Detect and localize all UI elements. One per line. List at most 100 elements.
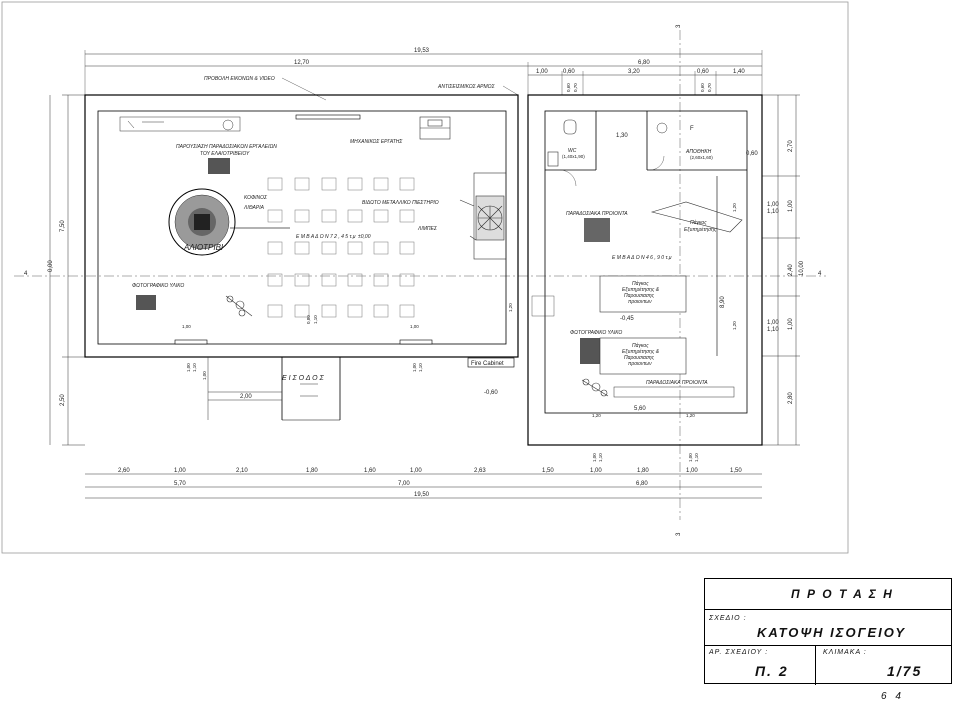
storage-marker-icon bbox=[656, 122, 668, 134]
dim-bottom-chain: 1,80 bbox=[637, 468, 649, 474]
dim-right: 2,80 bbox=[788, 392, 794, 404]
window-bottom bbox=[399, 339, 433, 345]
presentation-counter-1 bbox=[599, 275, 687, 313]
label-projection: ΠΡΟΒΟΛΗ ΕΙΚΟΝΩΝ & VIDEO bbox=[204, 76, 275, 82]
metal-press bbox=[459, 172, 507, 260]
label-storage-size: (2,60x1,60) bbox=[690, 155, 713, 160]
dim-right: 2,70 bbox=[788, 140, 794, 152]
dim-top-total: 19,53 bbox=[414, 48, 430, 54]
dim-counter: 1,20 bbox=[732, 203, 737, 212]
fire-cabinet-box bbox=[467, 357, 515, 368]
seat bbox=[347, 273, 363, 287]
leader-line bbox=[281, 77, 327, 101]
label-trad-products-top: ΠΑΡΑΔΟΣΙΑΚΑ ΠΡΟΙΟΝΤΑ bbox=[566, 211, 628, 217]
title-block-heading: Π Ρ Ο Τ Α Σ Η bbox=[791, 587, 894, 601]
seat bbox=[373, 304, 389, 318]
dim-inner: 1,10 bbox=[192, 363, 197, 372]
seat bbox=[399, 209, 415, 223]
seat bbox=[347, 304, 363, 318]
label-antiseismic: ΑΝΤΙΣΕΙΣΜΙΚΟΣ ΑΡΜΟΣ bbox=[437, 84, 496, 90]
left-dimensions bbox=[62, 94, 85, 446]
label-counter-1-line: προιοντων bbox=[628, 299, 652, 305]
label-counter-2-line: προιοντων bbox=[628, 361, 652, 367]
dim-bottom-chain: 1,50 bbox=[542, 468, 554, 474]
label-tools-1: ΠΑΡΟΥΣΙΑΣΗ ΠΑΡΑΔΟΣΙΑΚΩΝ ΕΡΓΑΛΕΙΩΝ bbox=[176, 144, 277, 150]
dim-right: 1,00 bbox=[767, 320, 779, 326]
seat bbox=[347, 241, 363, 255]
seat bbox=[347, 177, 363, 191]
seat bbox=[267, 304, 283, 318]
label-storage-letter: F bbox=[690, 126, 694, 132]
label-press: ΒΙΔΩΤΟ ΜΕΤΑΛΛΙΚΟ ΠΙΕΣΤΗΡΙΟ bbox=[362, 200, 439, 206]
wc-sink bbox=[547, 151, 559, 167]
dim-bottom-sub: 6,80 bbox=[636, 481, 648, 487]
dim-bottom-chain: 2,63 bbox=[474, 468, 486, 474]
dim-storage-side: 0,60 bbox=[746, 151, 758, 157]
seat bbox=[321, 241, 337, 255]
dim-right: 1,10 bbox=[767, 209, 779, 215]
visitors-icon bbox=[225, 295, 253, 317]
products-shelf-bottom bbox=[613, 386, 735, 398]
axis-4-label-left: 4 bbox=[24, 271, 28, 277]
seat bbox=[267, 241, 283, 255]
top-dimensions bbox=[84, 50, 763, 95]
label-level-shop: -0,45 bbox=[620, 316, 634, 322]
dim-inner: 1,10 bbox=[418, 363, 423, 372]
tools-photo bbox=[208, 158, 230, 174]
dim-right: 1,00 bbox=[767, 202, 779, 208]
dim-top-right-part: 0,60 bbox=[563, 69, 575, 75]
seat bbox=[294, 177, 310, 191]
label-level-main: ±0,00 bbox=[358, 234, 371, 240]
seat bbox=[373, 209, 389, 223]
label-level-out: -0,60 bbox=[484, 390, 498, 396]
seat bbox=[321, 273, 337, 287]
title-block: Π Ρ Ο Τ Α Σ Η ΣΧΕΔΙΟ : ΚΑΤΟΨΗ ΙΣΟΓΕΙΟΥ Α… bbox=[704, 578, 952, 685]
products-photo-top bbox=[584, 218, 610, 242]
dim-sales-w: 8,90 bbox=[720, 296, 726, 308]
label-fire-cabinet: Fire Cabinet bbox=[471, 361, 504, 367]
dim-inner: 1,00 bbox=[202, 371, 207, 380]
seat bbox=[321, 209, 337, 223]
dim-storage-w: 1,30 bbox=[616, 133, 628, 139]
dim-right: 1,00 bbox=[788, 200, 794, 212]
dim-inner: 1,00 bbox=[412, 363, 417, 372]
dim-top-right-part: 1,00 bbox=[536, 69, 548, 75]
entrance-area bbox=[207, 357, 318, 420]
dim-shop-window: 1,20 bbox=[732, 321, 737, 330]
olive-mill bbox=[168, 188, 236, 256]
leader-line bbox=[502, 85, 519, 96]
seat bbox=[347, 209, 363, 223]
title-block-number-label: ΑΡ. ΣΧΕΔΙΟΥ : bbox=[709, 649, 769, 656]
seat bbox=[267, 273, 283, 287]
seat bbox=[399, 241, 415, 255]
label-area-main: Ε Μ Β Α Δ Ο Ν 7 2 , 4 5 τ.μ bbox=[296, 234, 356, 240]
dim-bottom-chain: 1,00 bbox=[686, 468, 698, 474]
dim-top-right-part: 3,20 bbox=[628, 69, 640, 75]
dim-window-small: 0,60 bbox=[566, 83, 571, 92]
label-wc: WC bbox=[568, 148, 577, 154]
label-service-counter-2: Εξυπηρέτησης bbox=[684, 226, 717, 233]
dim-inner: 0,80 bbox=[306, 315, 311, 324]
title-block-column-divider bbox=[815, 645, 816, 685]
seat bbox=[294, 241, 310, 255]
dim-bottom-total: 19,50 bbox=[414, 492, 430, 498]
title-block-divider bbox=[705, 609, 951, 610]
dim-bottom-chain: 2,60 bbox=[118, 468, 130, 474]
dim-top-right-part: 0,60 bbox=[697, 69, 709, 75]
label-photo-left: ΦΩΤΟΓΡΑΦΙΚΟ ΥΛΙΚΟ bbox=[132, 283, 184, 289]
seat bbox=[294, 209, 310, 223]
seat bbox=[294, 304, 310, 318]
window-top bbox=[295, 114, 361, 120]
label-counter-1-line: Παρουσιασης bbox=[624, 293, 655, 299]
dim-counter-bottom: 1,20 bbox=[592, 413, 601, 418]
photo-left bbox=[136, 295, 156, 310]
seat bbox=[267, 209, 283, 223]
sheet-border bbox=[1, 1, 849, 554]
dim-window-right: 1,00 bbox=[592, 453, 597, 462]
right-dimensions bbox=[762, 94, 800, 446]
title-block-scale-label: ΚΛΙΜΑΚΑ : bbox=[823, 649, 867, 656]
title-block-scale: 1/75 bbox=[887, 663, 923, 679]
seat bbox=[321, 177, 337, 191]
dim-inner: 1,20 bbox=[508, 303, 513, 312]
